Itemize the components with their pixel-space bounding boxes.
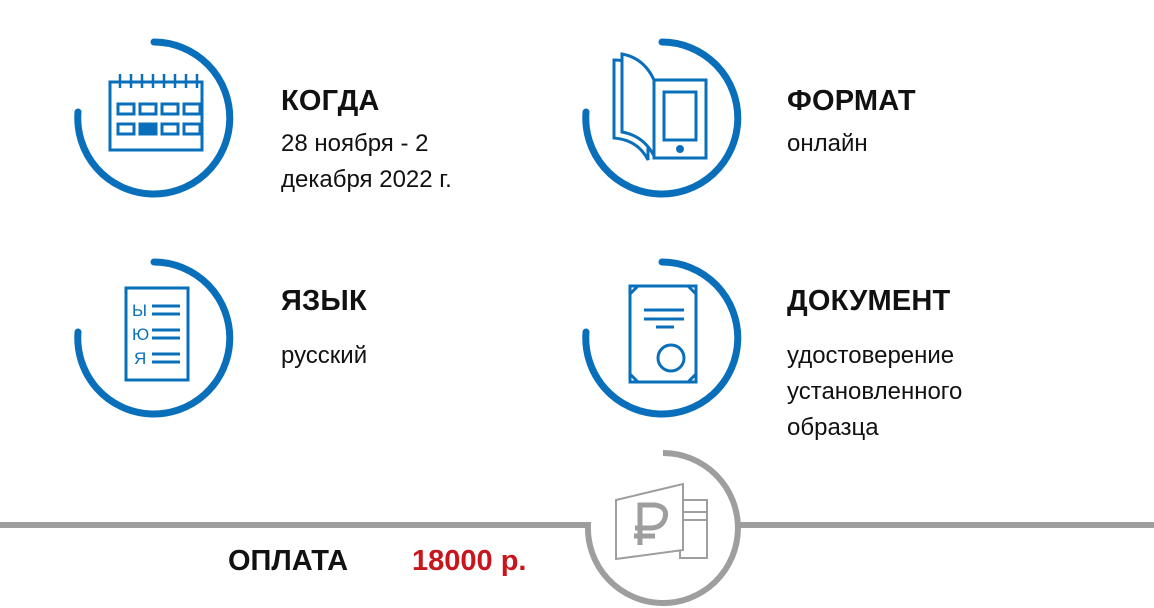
svg-text:Ы: Ы: [132, 301, 147, 320]
text-line: установленного: [787, 378, 963, 405]
item-title-language: ЯЗЫК: [281, 285, 367, 317]
item-text-document: удостоверение установленного образца: [787, 338, 962, 446]
item-title-format: ФОРМАТ: [787, 85, 916, 117]
text-line: 28 ноября - 2: [281, 130, 429, 157]
item-title-when: КОГДА: [281, 85, 380, 117]
svg-text:Я: Я: [134, 349, 146, 368]
text-line: онлайн: [787, 130, 868, 157]
item-text-format: онлайн: [787, 126, 868, 162]
text-line: русский: [281, 342, 368, 369]
item-text-when: 28 ноября - 2 декабря 2022 г.: [281, 126, 452, 198]
payment-label: ОПЛАТА: [228, 545, 349, 577]
text-line: удостоверение: [787, 342, 955, 369]
calendar-icon: [74, 38, 234, 198]
book-tablet-icon: [582, 38, 742, 198]
alphabet-list-icon: ЫЮЯ: [74, 258, 234, 418]
payment-price: 18000 р.: [412, 545, 527, 577]
svg-text:Ю: Ю: [132, 325, 149, 344]
certificate-icon: [582, 258, 742, 418]
text-line: образца: [787, 414, 879, 441]
item-text-language: русский: [281, 338, 367, 374]
item-title-document: ДОКУМЕНТ: [787, 285, 951, 317]
text-line: декабря 2022 г.: [281, 166, 452, 193]
ruble-card-icon: [615, 482, 708, 561]
